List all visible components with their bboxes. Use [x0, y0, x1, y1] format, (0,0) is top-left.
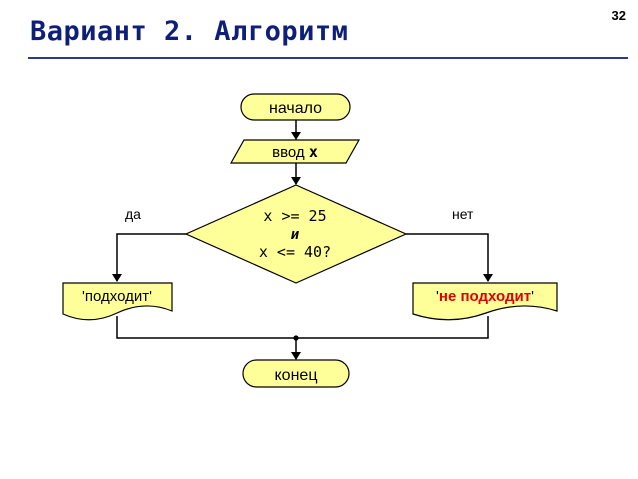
- input-label-text: ввод: [272, 144, 309, 161]
- start-label: начало: [269, 100, 322, 117]
- decision-line-3: x <= 40?: [259, 243, 331, 261]
- no-output-quote-close: ': [531, 288, 534, 305]
- input-block: [229, 139, 361, 164]
- no-output-block: [412, 282, 558, 321]
- input-label: ввод x: [272, 143, 318, 161]
- connector-no-merge: [296, 316, 489, 339]
- decision-block: [184, 184, 408, 284]
- slide-title: Вариант 2. Алгоритм: [30, 16, 349, 47]
- end-label: конец: [275, 367, 318, 384]
- no-output-text: не подходит: [439, 288, 531, 305]
- merge-point: [293, 335, 299, 341]
- no-output-label: 'не подходит': [436, 288, 534, 305]
- yes-output-label: 'подходит': [82, 288, 152, 305]
- start-terminal: [240, 93, 351, 121]
- yes-label: да: [125, 206, 141, 222]
- title-underline: [28, 57, 628, 59]
- decision-line-1: x >= 25: [263, 207, 326, 225]
- decision-line-2: и: [291, 227, 300, 243]
- no-output-quote-open: ': [436, 288, 439, 305]
- yes-output-block: [62, 282, 173, 321]
- connector-yes-merge: [116, 316, 296, 339]
- page-number: 32: [611, 8, 626, 23]
- connector-decision-yes: [112, 233, 186, 282]
- no-label: нет: [452, 206, 474, 222]
- input-label-var: x: [309, 143, 318, 161]
- end-terminal: [242, 359, 350, 388]
- connector-decision-no: [406, 233, 493, 282]
